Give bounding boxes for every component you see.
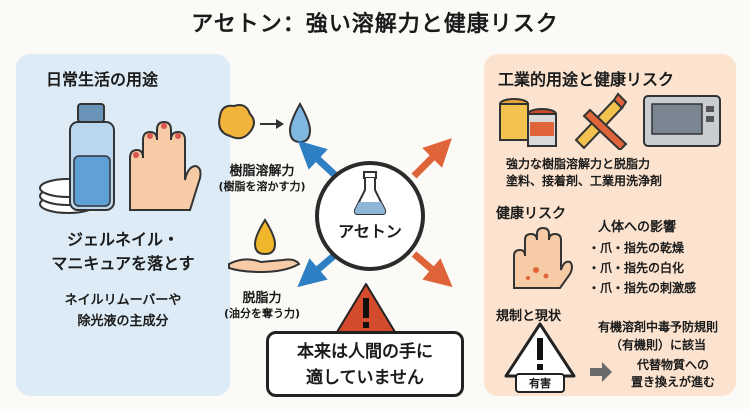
machine-icon <box>643 95 721 147</box>
arrow-to-industrial <box>411 138 452 179</box>
arrow-right-icon <box>590 362 612 382</box>
arrow-to-health <box>411 251 453 288</box>
effect-item: ・爪・指先の刺激感 <box>588 281 697 295</box>
damaged-hand-icon <box>513 226 573 289</box>
paint-can-icon <box>499 98 557 147</box>
property2-title: 脱脂力 <box>242 291 282 306</box>
daily-use-title: ジェルネイル・ マニキュアを落とす <box>16 228 230 276</box>
industrial-icons <box>499 92 721 150</box>
property1-title: 樹脂溶解力 <box>229 164 295 179</box>
acetone-label: アセトン <box>338 222 402 241</box>
effect-item: ・爪・指先の白化 <box>588 261 685 275</box>
daily-use-title-line1: ジェルネイル・ <box>66 230 179 249</box>
daily-use-desc: ネイルリムーバーや 除光液の主成分 <box>16 290 230 332</box>
nail-remover-illustration <box>39 103 202 214</box>
daily-use-title-line2: マニキュアを落とす <box>51 254 195 273</box>
regulation-heading: 規制と現状 <box>496 309 562 324</box>
industrial-line2: 塗料、接着剤、工業用洗浄剤 <box>506 174 663 188</box>
regulation-text: 有機溶剤中毒予防規則 （有機則）に該当 <box>590 318 726 354</box>
daily-use-heading: 日常生活の用途 <box>46 70 159 89</box>
flask-icon <box>353 171 387 215</box>
daily-use-panel <box>16 54 230 396</box>
glue-tube-icon <box>574 92 628 150</box>
effects-list: ・爪・指先の乾燥 ・爪・指先の白化 ・爪・指先の刺激感 <box>588 238 696 298</box>
regulation-line1: 有機溶剤中毒予防規則 <box>597 320 718 334</box>
property1-desc: (樹脂を溶かす力) <box>218 180 306 193</box>
property2-desc: (油分を奪う力) <box>223 307 301 320</box>
regulation-line2: （有機則）に該当 <box>609 338 706 352</box>
daily-use-desc-line1: ネイルリムーバーや <box>64 293 182 308</box>
warning-line2: 適していません <box>306 368 424 388</box>
resin-drop-icon <box>218 101 312 144</box>
industrial-line1: 強力な樹脂溶解力と脱脂力 <box>506 157 651 171</box>
body-effects-heading: 人体への影響 <box>598 220 677 235</box>
warning-message: 本来は人間の手に 適していません <box>266 331 464 397</box>
page-title: アセトン：強い溶解力と健康リスク <box>191 12 559 37</box>
replacement-line1: 代替物質への <box>636 358 709 372</box>
arrows-group <box>297 138 453 288</box>
hazard-label: 有害 <box>529 377 551 390</box>
industrial-heading: 工業的用途と健康リスク <box>498 70 675 89</box>
warning-icon <box>336 283 396 333</box>
warning-line1: 本来は人間の手に <box>297 342 433 362</box>
hand-icon <box>129 120 202 211</box>
effect-item: ・爪・指先の乾燥 <box>588 241 685 255</box>
replacement-text: 代替物質への 置き換えが進む <box>616 357 730 391</box>
oil-drop-hand-icon <box>228 218 301 274</box>
bottle-icon <box>69 103 115 211</box>
arrow-to-property1 <box>297 140 339 179</box>
replacement-line2: 置き換えが進む <box>630 375 715 389</box>
arrow-to-property2 <box>297 251 339 288</box>
daily-use-desc-line2: 除光液の主成分 <box>77 314 169 329</box>
hazard-sign-icon <box>504 322 576 393</box>
health-risk-heading: 健康リスク <box>496 206 566 222</box>
